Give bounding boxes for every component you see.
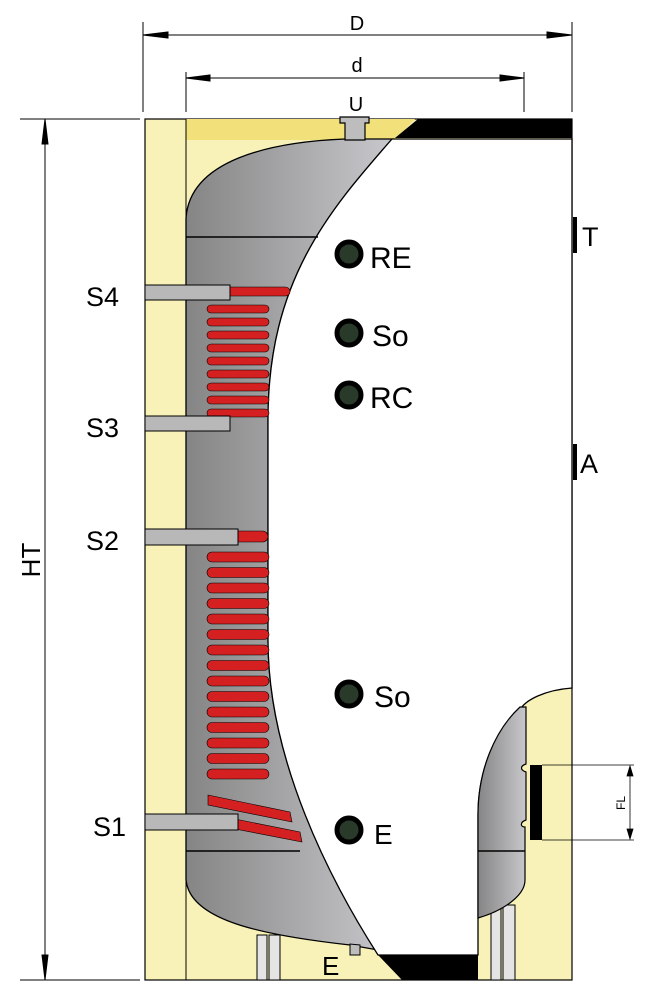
bottom-nozzle — [349, 943, 361, 956]
legs — [256, 904, 516, 981]
label-D: D — [350, 13, 364, 35]
label-So-upper: So — [372, 320, 409, 353]
coil-turn — [206, 737, 270, 749]
coil-turn — [206, 644, 270, 656]
label-S4: S4 — [86, 282, 119, 312]
pipe-s4 — [144, 284, 231, 301]
label-S2: S2 — [86, 526, 119, 556]
coil-turn — [206, 675, 270, 687]
label-T: T — [582, 222, 599, 252]
coil-turn — [206, 317, 270, 327]
sensor-so-upper — [334, 318, 364, 348]
coil-turn — [206, 768, 270, 780]
coil-turn — [224, 286, 291, 297]
coil-turn — [206, 613, 270, 625]
pipe-s1 — [144, 813, 239, 831]
dimension-lines — [20, 22, 573, 981]
coil-turn — [206, 660, 270, 671]
label-FL: FL — [614, 796, 628, 810]
sensor-ports — [334, 239, 364, 845]
coil-turn — [206, 582, 270, 594]
sensor-e — [334, 815, 364, 845]
heat-exchanger-coils — [206, 286, 303, 843]
pipe-s2 — [144, 528, 239, 546]
sensor-re — [334, 239, 364, 269]
coil-turn — [206, 356, 270, 366]
label-S3: S3 — [86, 413, 119, 443]
coil-turn — [206, 304, 270, 314]
coil-turn — [206, 551, 270, 563]
label-E-bottom: E — [322, 951, 339, 981]
label-E-sensor: E — [374, 819, 393, 850]
coil-turn — [206, 330, 270, 340]
label-U: U — [349, 94, 363, 116]
port-t-mark — [573, 217, 577, 253]
pipe-s3 — [144, 415, 231, 432]
coil-turn — [206, 567, 270, 578]
coil-turn — [206, 722, 270, 733]
fl-dimension — [542, 764, 634, 841]
coil-turn — [206, 343, 270, 353]
coil-turn — [206, 598, 270, 609]
label-So-lower: So — [374, 681, 411, 714]
insulation-top — [186, 119, 415, 140]
coil-turn — [206, 369, 270, 379]
label-RC: RC — [370, 382, 413, 415]
label-A: A — [580, 449, 598, 479]
coil-turn — [206, 408, 270, 418]
label-RE: RE — [370, 242, 412, 275]
flange — [530, 765, 542, 840]
sensor-rc — [334, 380, 364, 410]
coil-turn — [206, 753, 270, 764]
label-HT: HT — [16, 543, 46, 578]
coil-turn — [206, 395, 270, 405]
bottom-plate — [378, 955, 478, 980]
port-a-mark — [573, 444, 577, 480]
coil-pipes — [144, 284, 239, 831]
coil-turn — [206, 382, 270, 392]
sensor-so-lower — [334, 679, 364, 709]
label-S1: S1 — [93, 812, 126, 842]
label-d: d — [351, 55, 362, 77]
coil-turn — [206, 629, 270, 640]
coil-turn — [206, 706, 270, 718]
top-cover — [395, 119, 572, 138]
coil-turn — [206, 691, 270, 702]
top-nozzle — [339, 116, 370, 141]
tank-shell-right — [477, 706, 527, 919]
